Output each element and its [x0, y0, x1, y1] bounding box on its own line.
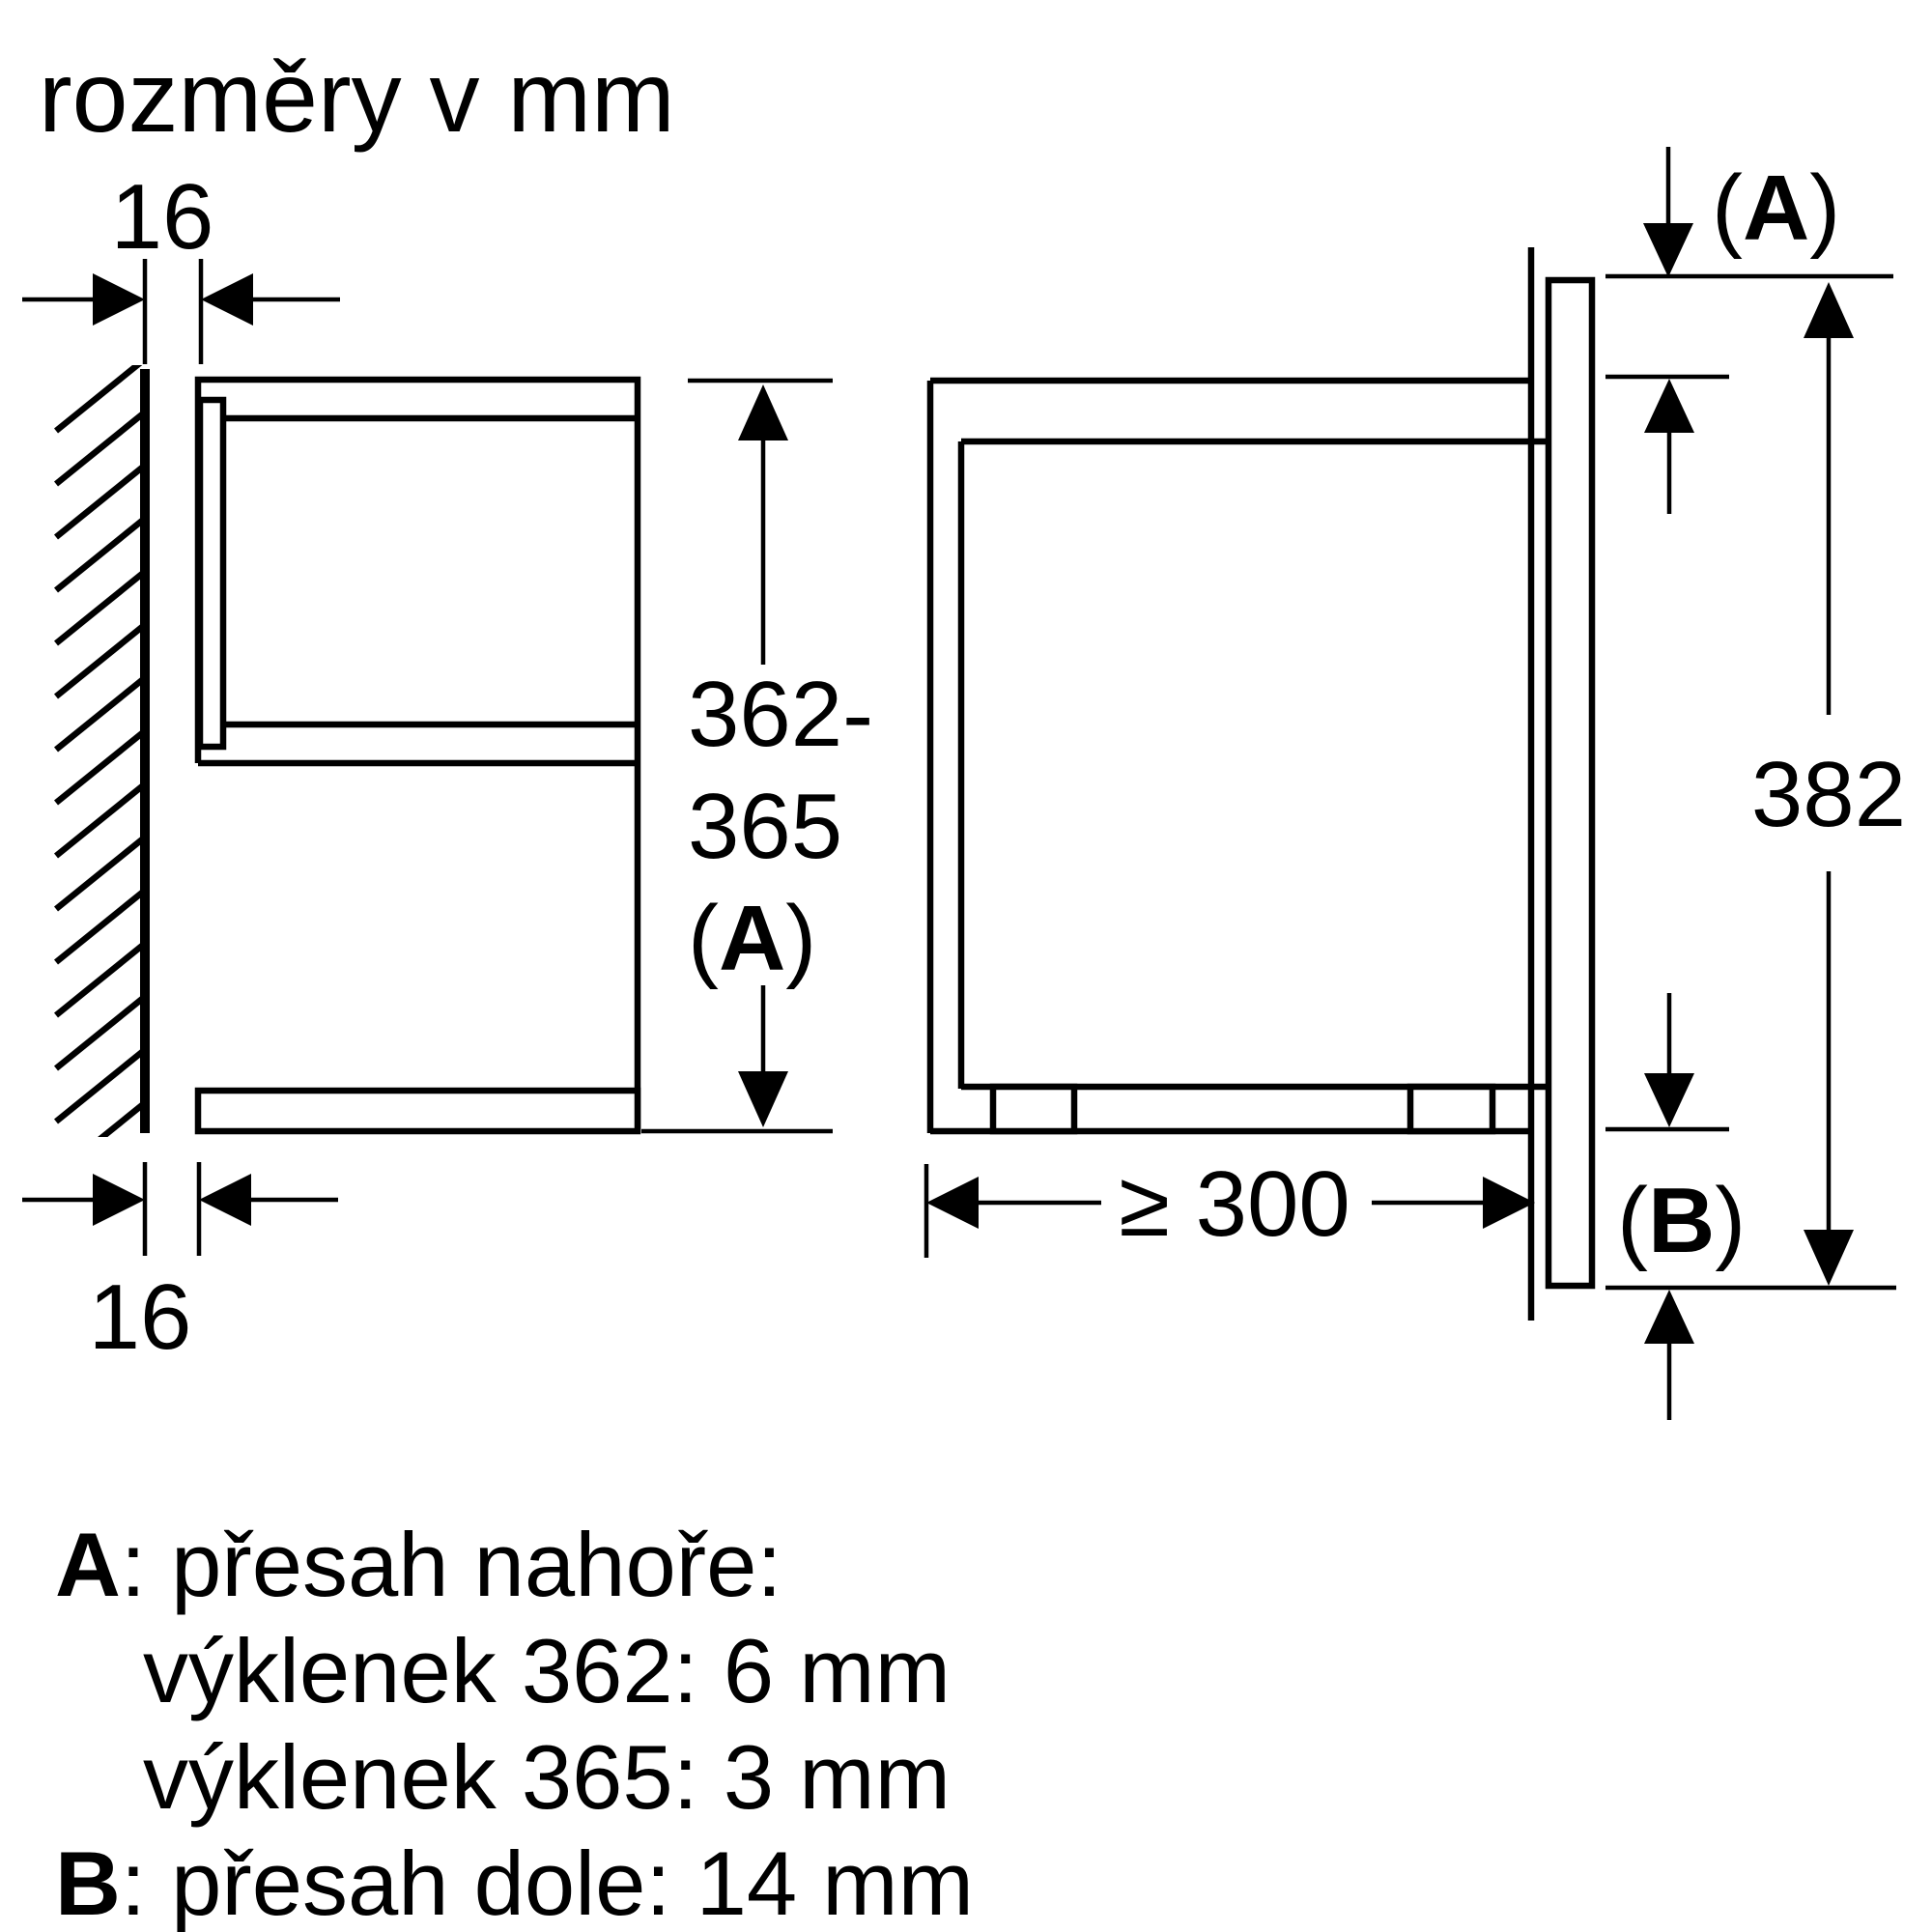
dim-frame-height: 382 [1751, 282, 1906, 1286]
arrowhead-right-icon [93, 273, 145, 326]
legend-text: : přesah dole: 14 mm [121, 1833, 974, 1932]
hatch-line [54, 1045, 150, 1124]
hatch-line [98, 1098, 150, 1137]
wall-hatching [54, 365, 150, 1137]
appliance-section [957, 276, 1596, 1290]
rear-panel-strip [196, 396, 227, 751]
legend: A: přesah nahoře: výklenek 362: 6 mm výk… [55, 1514, 974, 1932]
hatch-line [54, 673, 150, 753]
legend-line-niche-365: výklenek 365: 3 mm [143, 1726, 951, 1828]
arrowhead-left-icon [199, 1174, 251, 1226]
dim-wall-gap-top: 16 [22, 165, 340, 364]
hatch-line [54, 620, 150, 699]
dim-label-line3: (A) [688, 887, 816, 990]
legend-text: : přesah nahoře: [121, 1514, 782, 1615]
left-view: 16 16 362- 365 (A) [22, 165, 873, 1369]
hatch-line [54, 886, 150, 965]
dim-wall-gap-bottom: 16 [22, 1162, 338, 1369]
wall [54, 365, 150, 1137]
paren-open: ( [1617, 1169, 1648, 1272]
overhang-top-label: (A) [1712, 156, 1840, 260]
appliance-outline [194, 376, 641, 1133]
hatch-line [54, 992, 150, 1071]
hatch-line [54, 780, 150, 859]
legend-line-niche-362: výklenek 362: 6 mm [143, 1620, 951, 1721]
hatch-line [54, 833, 150, 912]
paren-close: ) [1715, 1169, 1746, 1272]
dim-label-line1: 362- [688, 663, 873, 766]
legend-line-a: A: přesah nahoře: [55, 1514, 781, 1615]
dim-niche-depth: ≥ 300 [923, 1152, 1535, 1258]
arrowhead-up-icon [1644, 1290, 1694, 1344]
legend-key-a: A [55, 1514, 121, 1615]
letter-b: B [1648, 1169, 1715, 1272]
paren-close: ) [1809, 156, 1840, 260]
dim-overhang-bottom: (B) [1605, 993, 1896, 1420]
hatch-line [54, 567, 150, 646]
hatch-line [54, 514, 150, 593]
arrowhead-right-icon [93, 1174, 145, 1226]
appliance-foot [1406, 1083, 1496, 1135]
legend-line-b: B: přesah dole: 14 mm [55, 1833, 974, 1932]
hatch-line [54, 408, 150, 487]
dim-label: 16 [111, 165, 214, 269]
overhang-bottom-label: (B) [1617, 1169, 1746, 1272]
arrowhead-left-icon [926, 1177, 979, 1229]
dim-overhang-top: (A) [1605, 147, 1893, 514]
appliance-foot [989, 1083, 1078, 1135]
dim-label: 16 [89, 1265, 192, 1369]
arrowhead-down-icon [1804, 1230, 1854, 1286]
appliance-side-section [194, 376, 641, 1135]
hatch-line [54, 365, 143, 434]
hatch-line [54, 726, 150, 806]
right-view: (A) 382 (B) [923, 147, 1906, 1420]
front-frame-bar [1545, 276, 1596, 1290]
hatch-line [54, 939, 150, 1018]
hatch-line [54, 461, 150, 540]
paren-open: ( [688, 887, 719, 990]
dim-niche-height: 362- 365 (A) [641, 378, 873, 1134]
arrowhead-right-icon [1483, 1177, 1535, 1229]
arrowhead-down-icon [1644, 1073, 1694, 1127]
arrowhead-down-icon [738, 1071, 788, 1127]
letter-a: A [1743, 156, 1809, 260]
page-title: rozměry v mm [39, 42, 675, 154]
arrowhead-up-icon [738, 384, 788, 440]
niche-floor-panel [194, 1087, 641, 1135]
niche-depth-label: ≥ 300 [1119, 1152, 1350, 1256]
arrowhead-up-icon [1644, 379, 1694, 433]
letter-a: A [719, 887, 785, 990]
arrowhead-up-icon [1804, 282, 1854, 338]
frame-height-label: 382 [1751, 743, 1906, 846]
paren-open: ( [1712, 156, 1743, 260]
dim-label-line2: 365 [688, 775, 842, 878]
paren-close: ) [785, 887, 816, 990]
arrowhead-down-icon [1643, 223, 1693, 277]
legend-key-b: B [55, 1833, 121, 1932]
arrowhead-left-icon [201, 273, 253, 326]
